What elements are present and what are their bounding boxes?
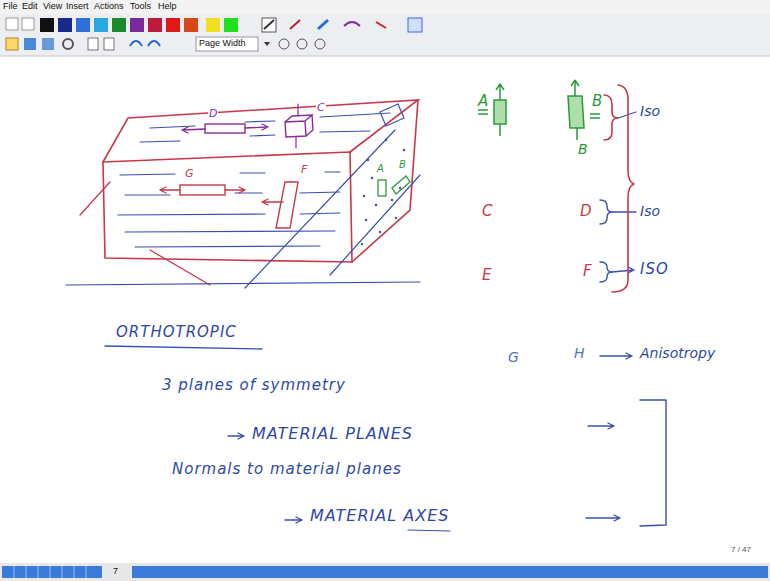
handwritten-note: MATERIAL PLANES [252, 426, 413, 442]
toolbar [0, 14, 770, 56]
brackets [105, 85, 666, 531]
element-letter: A [478, 94, 489, 109]
element-letter: G [508, 350, 519, 364]
menu-item: Actions [94, 2, 124, 11]
element-letter: E [482, 268, 492, 283]
element-letter: C [316, 102, 326, 113]
element-letter: B [578, 142, 588, 156]
page-number: 7 / 47 [731, 546, 751, 554]
property-note: Anisotropy [640, 346, 715, 360]
menu-bar [0, 0, 770, 14]
element-letter: G [184, 168, 195, 179]
element-letter: D [580, 204, 593, 219]
color-swatches [6, 18, 422, 51]
handwritten-note: Normals to material planes [172, 462, 402, 477]
menu-item: File [3, 2, 18, 11]
property-note: ISO [640, 262, 669, 277]
page-number: 7 [113, 567, 118, 576]
property-note: Iso [640, 204, 660, 218]
property-note: Iso [640, 104, 660, 118]
menu-item: Insert [66, 2, 89, 11]
element-letter: B [398, 160, 407, 170]
menu-item: Tools [130, 2, 151, 11]
handwritten-note: MATERIAL AXES [310, 508, 449, 524]
composite-block [66, 100, 420, 288]
element-letter: A [376, 164, 385, 174]
element-letter: F [300, 164, 308, 175]
menu-item: View [43, 2, 62, 11]
green-elements [478, 80, 600, 140]
element-letter: H [574, 346, 585, 360]
element-letter: D [208, 108, 218, 119]
element-letter: F [583, 264, 593, 279]
element-letter: C [482, 204, 493, 219]
menu-item: Edit [22, 2, 38, 11]
zoom-dropdown: Page Width [199, 39, 246, 48]
handwritten-note: 3 planes of symmetry [162, 378, 346, 393]
toolbar-border [0, 56, 770, 57]
heading-note: ORTHOTROPIC [116, 325, 237, 340]
menu-item: Help [158, 2, 177, 11]
element-letter: B [592, 94, 603, 109]
page-strip [0, 563, 770, 581]
